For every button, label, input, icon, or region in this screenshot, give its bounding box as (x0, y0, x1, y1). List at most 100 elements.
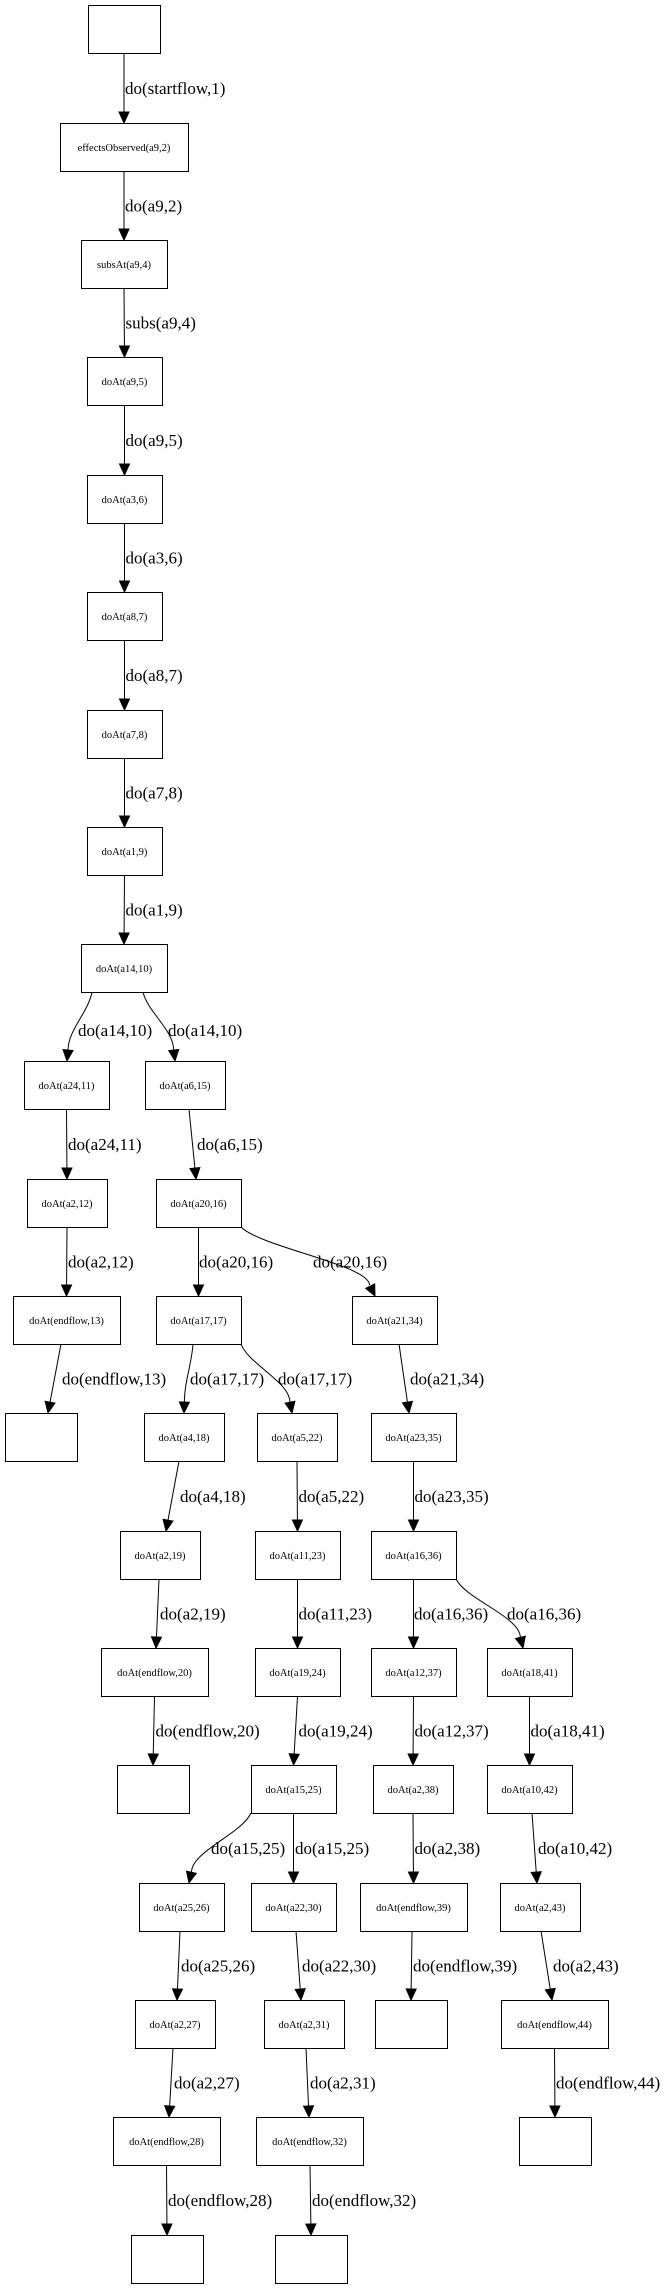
empty-graph-node (375, 2000, 448, 2049)
edge-line (455, 1578, 521, 1638)
edge-line (176, 1930, 181, 1990)
arrowhead-icon (287, 1871, 300, 1885)
empty-graph-node (5, 1413, 78, 1462)
arrowhead-icon (523, 1753, 536, 1767)
edge-label: do(a18,41) (531, 1722, 605, 1741)
arrowhead-icon (118, 228, 130, 242)
arrowhead-icon (305, 2223, 317, 2237)
arrowhead-icon (162, 1518, 174, 1533)
edge: do(a20,16) (240, 1226, 387, 1298)
edge: do(endflow,28) (161, 2164, 272, 2237)
edge: do(startflow,1) (118, 53, 225, 125)
arrowhead-icon (288, 1753, 300, 1767)
edge-line (309, 2164, 312, 2225)
edge-label: do(a17,17) (278, 1370, 352, 1389)
arrowhead-icon (291, 1636, 304, 1650)
edge-label: do(a1,9) (126, 901, 183, 920)
node-label: doAt(a7,8) (102, 730, 148, 741)
node-box (257, 1413, 338, 1462)
edge-label: do(a21,34) (410, 1370, 484, 1389)
node-box (487, 1648, 573, 1697)
node-label: subsAt(a9,4) (97, 260, 151, 271)
edge: do(a10,42) (530, 1812, 612, 1885)
edge: do(a17,17) (178, 1343, 264, 1415)
edge-line (188, 1108, 196, 1169)
empty-graph-node (117, 1765, 190, 1814)
edge-line (67, 991, 93, 1051)
nodes-layer: effectsObserved(a9,2)subsAt(a9,4)doAt(a9… (5, 5, 609, 2284)
node-box (139, 1883, 225, 1932)
node-label: doAt(a6,15) (159, 1081, 211, 1092)
node-label: doAt(a2,38) (387, 1785, 439, 1796)
node-box (255, 1531, 341, 1580)
edge-line (167, 1460, 180, 1521)
edge-line (295, 1930, 301, 1990)
node-box (87, 475, 163, 524)
edge: do(a21,34) (398, 1343, 484, 1415)
node-label: doAt(a19,24) (269, 1668, 326, 1679)
node-box (131, 2235, 204, 2284)
node-label: doAt(endflow,44) (517, 2020, 592, 2031)
edge: do(a17,17) (240, 1343, 352, 1415)
node-label: doAt(a11,23) (270, 1551, 326, 1562)
graph-node: doAt(a1,9) (87, 827, 163, 876)
arrowhead-icon (407, 1753, 419, 1767)
graph-node: doAt(endflow,44) (501, 2000, 609, 2049)
node-label: doAt(a20,16) (170, 1199, 227, 1210)
node-label: doAt(a5,22) (271, 1433, 323, 1444)
edge-label: do(a7,8) (126, 784, 183, 803)
node-label: effectsObserved(a9,2) (78, 143, 171, 154)
graph-node: doAt(a21,34) (352, 1296, 438, 1345)
arrowhead-icon (62, 1049, 74, 1063)
node-box (251, 1883, 337, 1932)
node-box (275, 2235, 348, 2284)
edge-line (152, 1695, 155, 1755)
edge-line (142, 991, 175, 1051)
graph-node: doAt(a2,12) (27, 1179, 108, 1228)
edge: do(a24,11) (61, 1108, 142, 1181)
edge: do(a15,25) (287, 1813, 369, 1885)
arrowhead-icon (407, 1636, 420, 1650)
arrowhead-icon (401, 1400, 414, 1415)
edge-label: subs(a9,4) (126, 314, 196, 333)
edge-label: do(a6,15) (197, 1135, 263, 1154)
node-box (375, 2000, 448, 2049)
edge-label: do(a20,16) (199, 1253, 273, 1272)
arrowhead-icon (118, 580, 131, 594)
arrowhead-icon (185, 1870, 198, 1885)
node-label: doAt(endflow,20) (117, 1668, 192, 1679)
edge-label: do(a16,36) (414, 1605, 488, 1624)
arrowhead-icon (118, 111, 130, 125)
graph-node: doAt(endflow,20) (101, 1648, 209, 1697)
graph-node: doAt(a11,23) (255, 1531, 341, 1580)
node-label: doAt(endflow,28) (129, 2137, 204, 2148)
edge-label: do(a14,10) (78, 1021, 152, 1040)
edge: do(a18,41) (523, 1696, 605, 1767)
arrowhead-icon (294, 1988, 306, 2002)
arrowhead-icon (514, 1635, 526, 1650)
edge: do(a3,6) (118, 523, 183, 594)
graph-node: doAt(a16,36) (371, 1531, 457, 1580)
arrowhead-icon (284, 1400, 296, 1415)
node-box (156, 1296, 242, 1345)
empty-graph-node (131, 2235, 204, 2284)
node-label: doAt(a24,11) (39, 1081, 95, 1092)
edge: do(a16,36) (407, 1579, 488, 1650)
edge: do(a15,25) (185, 1812, 285, 1885)
node-box (87, 827, 163, 876)
arrowhead-icon (150, 1636, 163, 1650)
node-box (373, 1765, 454, 1814)
edge: do(a2,12) (60, 1226, 134, 1298)
graph-node: doAt(endflow,28) (113, 2117, 221, 2166)
edge-line (240, 1226, 371, 1286)
node-label: doAt(a3,6) (102, 495, 148, 506)
node-box (256, 2117, 364, 2166)
edge-label: do(a17,17) (190, 1370, 264, 1389)
node-box (120, 1531, 201, 1580)
edge-label: do(startflow,1) (125, 79, 225, 98)
arrowhead-icon (291, 1519, 304, 1533)
edge-line (305, 2047, 310, 2107)
arrowhead-icon (147, 1753, 160, 1767)
edge: do(a14,10) (142, 991, 242, 1063)
